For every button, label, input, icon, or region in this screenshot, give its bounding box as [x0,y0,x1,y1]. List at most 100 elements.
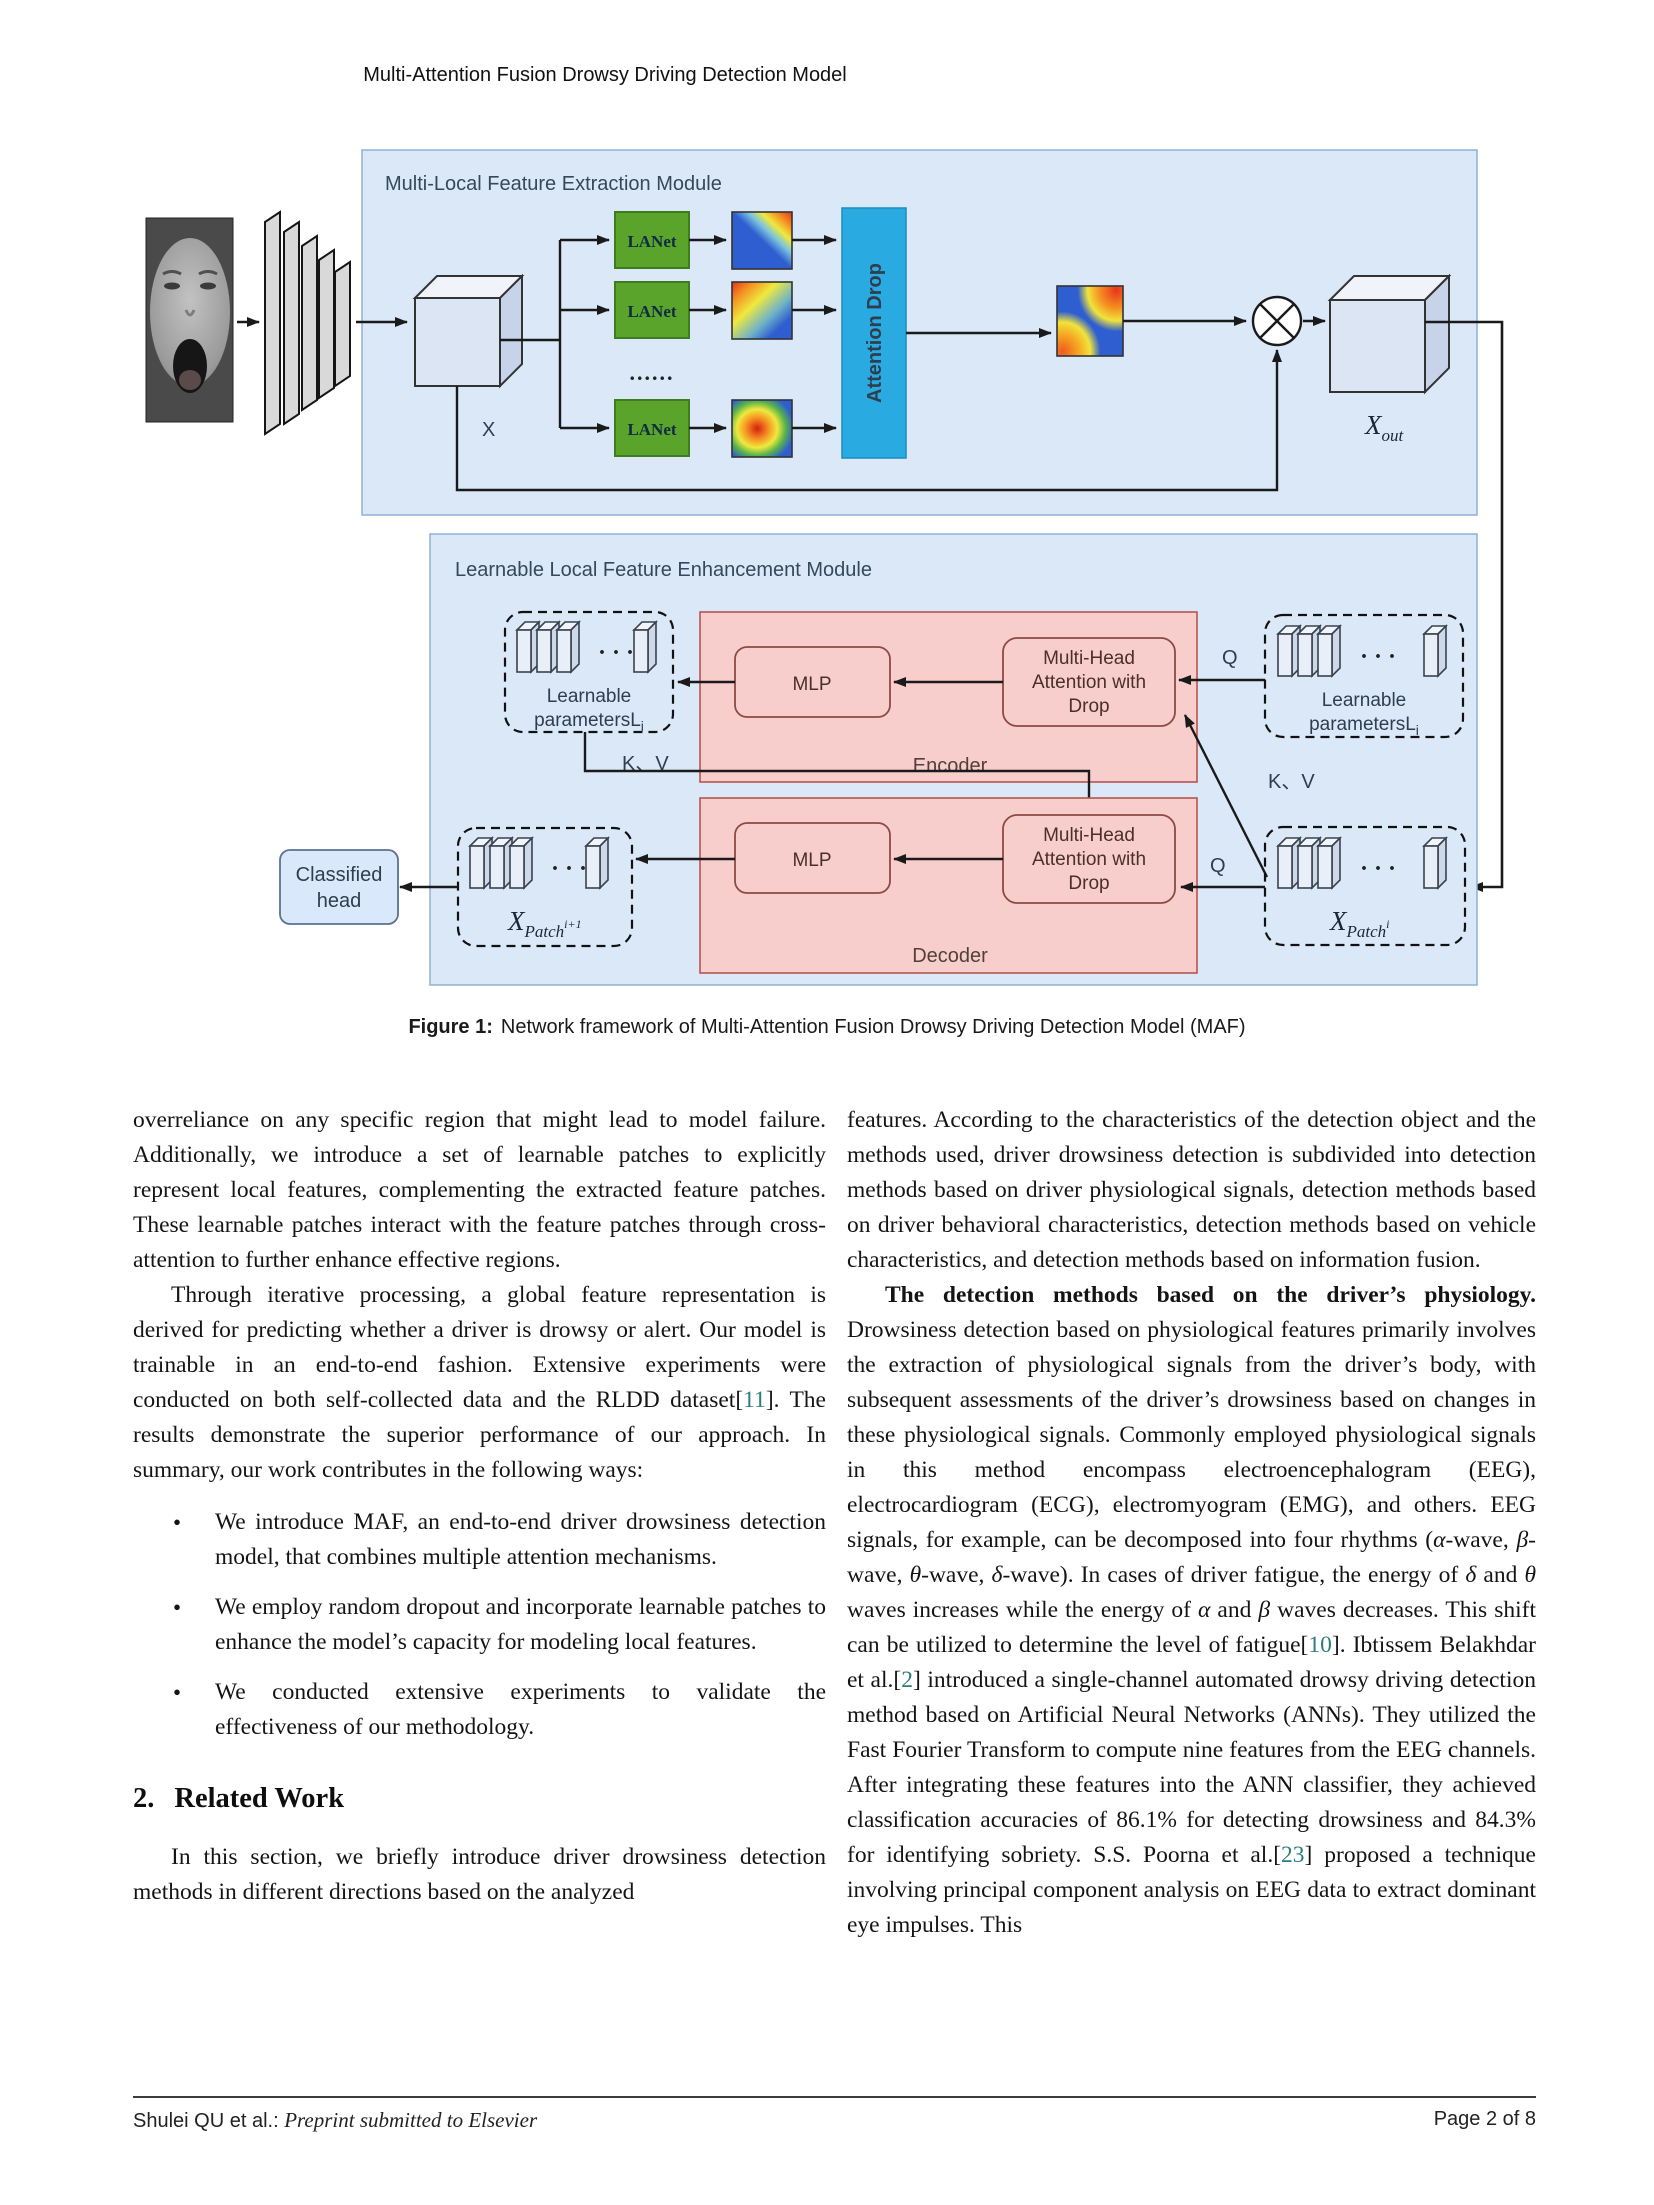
list-item: • We introduce MAF, an end-to-end driver … [133,1505,826,1575]
paragraph: In this section, we briefly introduce dr… [133,1840,826,1910]
ellipsis-left-learnable: · · · [598,640,634,666]
cube-x-label: X [482,419,495,441]
learnable-params-right-box: · · · Learnable parametersLi [1263,613,1465,739]
classified-head-line2: head [317,890,362,912]
text-segment: ] proposed a technique involving princip… [847,1842,1536,1938]
text-segment: θ [1524,1562,1536,1588]
paragraph: overreliance on any specific region that… [133,1103,826,1278]
text-segment: α [1433,1527,1446,1553]
text-segment: ]. The results demonstrate the superior … [133,1387,826,1483]
heatmap-3 [731,399,793,458]
arrows-lanet-heatmap [689,235,727,433]
bullet-list: • We introduce MAF, an end-to-end driver … [133,1505,826,1745]
xpatch-box: · · · XPatchi [1263,825,1467,947]
text-segment: We introduce MAF, an end-to-end driver d… [215,1509,826,1570]
classified-head-box: Classified head [279,849,399,925]
lanet-block-3: LANet [614,399,690,457]
encoder-mlp-label: MLP [792,674,831,695]
text-segment: and [1476,1562,1525,1588]
feature-cube-x [412,273,525,389]
ellipsis-lanet: ...... [630,360,675,385]
encoder-block: Encoder MLP Multi-Head Attention with Dr… [699,611,1198,783]
module-extraction-title: Multi-Local Feature Extraction Module [385,173,722,195]
citation-link[interactable]: 11 [743,1387,766,1413]
text-segment: We employ random dropout and incorporate… [215,1594,826,1655]
figure-caption: Figure 1:Network framework of Multi-Atte… [0,1016,1654,1039]
heatmap-1 [731,211,793,270]
footer-preprint-text: Preprint submitted to Elsevier [284,2108,538,2132]
q-label-encoder: Q [1222,647,1238,669]
section-number: 2. [133,1783,155,1814]
encoder-label: Encoder [913,755,988,777]
text-segment: Drowsiness detection based on physiologi… [847,1317,1536,1553]
lanet-block-2: LANet [614,281,690,339]
left-column: overreliance on any specific region that… [133,1103,826,1910]
footer-authors: Shulei QU et al.: Preprint submitted to … [133,2108,537,2133]
text-segment: ]. Ibtissem Belakhdar et al.[ [847,1632,1537,1693]
decoder-mlp-label: MLP [792,850,831,871]
running-head-title: Multi-Attention Fusion Drowsy Driving De… [363,64,847,86]
decoder-mha-line1: Multi-Head [1043,825,1135,846]
paragraph: Through iterative processing, a global f… [133,1278,826,1488]
citation-link[interactable]: 23 [1281,1842,1305,1868]
attention-drop-block: Attention Drop [841,207,907,459]
text-segment: β [1258,1597,1271,1623]
xpatch-next-label: XPatchi+1 [507,906,582,941]
list-item-text: We employ random dropout and incorporate… [215,1590,826,1660]
text-segment: α [1198,1597,1211,1623]
encoder-mha-line3: Drop [1068,696,1109,717]
lanet-label-1: LANet [627,232,676,251]
text-segment: features. According to the characteristi… [847,1107,1536,1273]
list-item: • We conducted extensive experiments to v… [133,1675,826,1745]
text-segment: waves increases while the energy of [847,1597,1199,1623]
bullet-icon: • [173,1510,182,1535]
decoder-label: Decoder [912,945,988,967]
learnable-left-line2: parametersLi [534,710,644,734]
paragraph: features. According to the characteristi… [847,1103,1536,1278]
citation-link[interactable]: 10 [1308,1632,1332,1658]
list-item-text: We introduce MAF, an end-to-end driver d… [215,1505,826,1575]
multiply-node [1251,295,1303,347]
text-segment: The detection methods based on the drive… [885,1282,1536,1308]
encoder-mha-line1: Multi-Head [1043,648,1135,669]
text-segment: ] introduced a single-channel automated … [847,1667,1536,1868]
arrows-heatmap-attndrop [792,235,837,433]
learnable-left-line1: Learnable [547,686,632,707]
text-segment: θ [909,1562,922,1588]
text-segment: and [1210,1597,1259,1623]
kv-line-learnable-decoder [583,732,1094,812]
feedback-line-x-multiply [455,349,1282,492]
text-segment: -wave, [921,1562,992,1588]
footer-page-number: Page 2 of 8 [1433,2108,1536,2130]
xpatch-next-box: · · · XPatchi+1 [456,826,634,948]
xout-label: Xout [1364,410,1405,445]
xpatch-label: XPatchi [1329,906,1390,941]
text-segment: -wave, [1445,1527,1517,1553]
learnable-right-line2: parametersLi [1309,714,1419,738]
bullet-icon: • [173,1595,182,1620]
bullet-icon: • [173,1680,182,1705]
ellipsis-xpatch-next: · · · [551,856,587,882]
text-segment: waves decreases. This shift can be utili… [847,1597,1536,1658]
section-title: Related Work [174,1783,345,1814]
citation-link[interactable]: 2 [901,1667,913,1693]
xout-to-xpatch-line [1425,320,1504,892]
learnable-right-line1: Learnable [1322,690,1407,711]
footer-author-text: Shulei QU et al.: [133,2110,285,2132]
text-segment: -wave, [847,1527,1536,1588]
section-heading: 2. Related Work [133,1781,826,1816]
text-segment: We conducted extensive experiments to va… [215,1679,826,1740]
figure-caption-label: Figure 1: [408,1016,493,1038]
text-segment: In this section, we briefly introduce dr… [133,1844,826,1905]
paragraph: The detection methods based on the drive… [847,1278,1536,1943]
text-segment: -wave). In cases of driver fatigue, the … [1002,1562,1466,1588]
kv-label-right: K、V [1268,771,1315,793]
lanet-block-1: LANet [614,211,690,269]
text-segment: Through iterative processing, a global f… [133,1282,826,1413]
text-segment: β [1516,1527,1529,1553]
learnable-params-left-box: · · · Learnable parametersLi [503,610,675,734]
module-enhancement-title: Learnable Local Feature Enhancement Modu… [455,559,872,581]
cnn-stack [264,210,351,436]
footer-rule [133,2096,1536,2098]
